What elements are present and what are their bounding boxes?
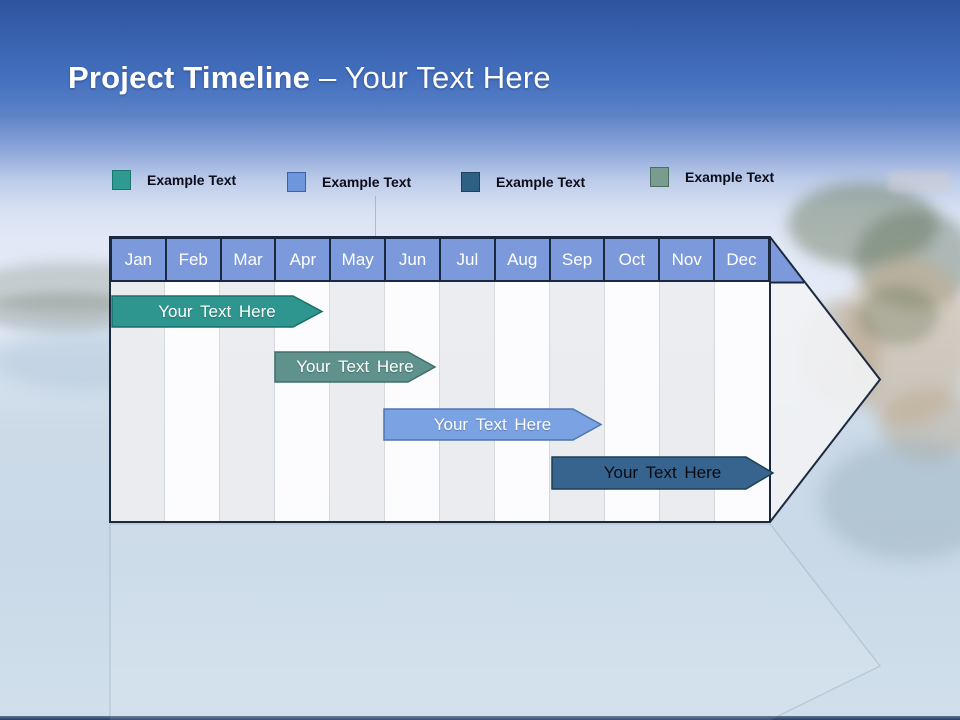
chart-reflection (109, 523, 882, 720)
month-cell-dec: Dec (726, 249, 757, 269)
task-bar-4-label: Your Text Here (603, 463, 722, 482)
legend-item-1: Example Text (112, 170, 236, 190)
cliff-building-blob (888, 172, 950, 192)
legend-swatch-darkblue (461, 172, 480, 192)
cliff-trees-blob (788, 182, 938, 267)
cliff-trees-blob (855, 210, 960, 310)
month-cell-jun: Jun (386, 239, 441, 280)
month-cell-apr: Apr (276, 239, 332, 280)
timeline-outline (109, 236, 882, 523)
legend-label: Example Text (685, 169, 775, 185)
task-bar-2 (274, 351, 437, 383)
month-cell-oct: Oct (605, 239, 661, 280)
page-title: Project Timeline – Your Text Here (68, 60, 551, 96)
task-bar-3-label: Your Text Here (433, 415, 552, 434)
cliff-rock-blob (880, 390, 960, 460)
cliff-trees-blob (858, 285, 938, 345)
legend-swatch-lightblue (287, 172, 306, 192)
month-cell-may: May (331, 239, 387, 280)
task-bar-2-label: Your Text Here (296, 357, 414, 376)
month-cell-aug: Aug (496, 239, 551, 280)
legend-item-2: Example Text (287, 172, 411, 192)
legend-item-4: Example Text (650, 167, 774, 187)
arrowhead-fill (770, 237, 880, 522)
month-cell-jan: Jan (112, 239, 167, 280)
timeline-month-header: Jan Feb Mar Apr May Jun Jul Aug Sep Oct … (110, 237, 770, 282)
legend-item-3: Example Text (461, 172, 585, 192)
month-cell-nov: Nov (660, 239, 716, 280)
title-bold-text: Project Timeline (68, 60, 311, 95)
legend-swatch-sage (650, 167, 669, 187)
month-cell-jul: Jul (441, 239, 496, 280)
legend-label: Example Text (147, 172, 237, 188)
legend-swatch-teal (112, 170, 131, 190)
month-cell-sep: Sep (551, 239, 606, 280)
bottom-edge-strip (0, 716, 960, 720)
month-cell-feb: Feb (167, 239, 222, 280)
month-cell-mar: Mar (222, 239, 277, 280)
legend-label: Example Text (496, 174, 586, 190)
task-bar-4 (551, 456, 775, 490)
boat-mast-line (375, 196, 376, 237)
cliff-water-blob (820, 440, 960, 560)
task-bar-3 (383, 408, 603, 441)
task-bar-1 (111, 295, 324, 328)
task-bar-1-label: Your Text Here (158, 302, 276, 321)
legend-label: Example Text (322, 174, 412, 190)
title-regular-text: – Your Text Here (318, 60, 551, 95)
